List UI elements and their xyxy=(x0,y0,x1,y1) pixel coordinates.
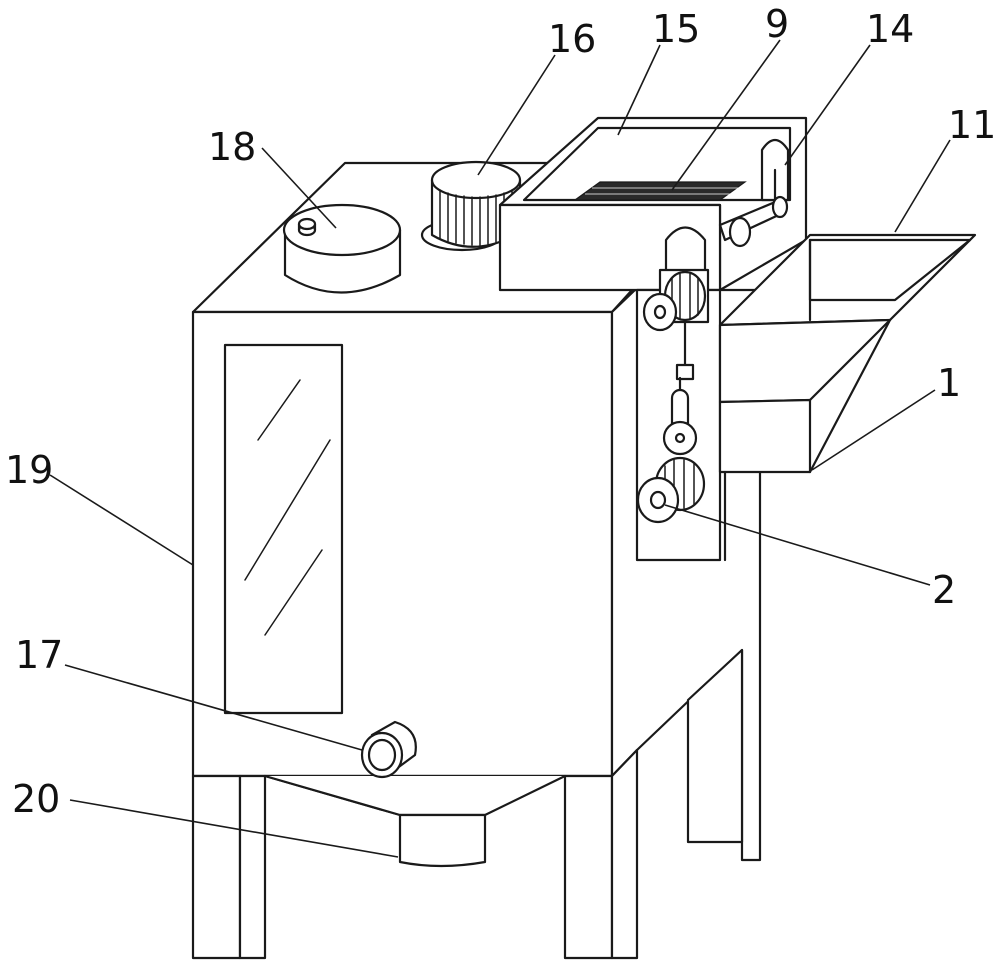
label-11: 11 xyxy=(948,103,996,147)
leader-lines xyxy=(49,39,951,858)
leader-19 xyxy=(49,474,194,566)
label-9: 9 xyxy=(765,2,789,46)
gear-panel xyxy=(635,268,722,562)
label-15: 15 xyxy=(652,7,700,51)
part-labels: 1 2 9 11 14 15 16 17 18 19 20 xyxy=(5,2,996,821)
label-14: 14 xyxy=(866,7,914,51)
upper-gear xyxy=(642,268,710,332)
leader-1 xyxy=(811,389,936,471)
leader-11 xyxy=(894,139,951,233)
lower-gear xyxy=(636,456,706,524)
label-1: 1 xyxy=(937,361,961,405)
sieve-mesh xyxy=(585,187,742,195)
leader-14 xyxy=(784,44,871,166)
observation-window xyxy=(223,343,344,715)
leader-15 xyxy=(617,44,661,136)
tank-lid xyxy=(282,203,402,294)
leader-20 xyxy=(69,799,399,858)
leader-16 xyxy=(477,54,556,176)
label-17: 17 xyxy=(15,633,63,677)
leader-9 xyxy=(671,39,781,191)
label-20: 20 xyxy=(12,777,60,821)
leader-2 xyxy=(664,504,931,586)
leader-18 xyxy=(261,147,337,229)
label-16: 16 xyxy=(548,17,596,61)
leader-17 xyxy=(64,664,363,751)
cabinet-legs xyxy=(191,648,744,960)
label-19: 19 xyxy=(5,448,53,492)
crank-linkage xyxy=(662,318,698,456)
feed-hopper xyxy=(718,233,977,404)
label-18: 18 xyxy=(208,125,256,169)
sieve-box xyxy=(498,116,808,292)
bottom-outlet xyxy=(264,774,566,868)
label-2: 2 xyxy=(932,568,956,612)
discharge-chute xyxy=(718,318,892,562)
drain-pipe xyxy=(360,720,417,779)
